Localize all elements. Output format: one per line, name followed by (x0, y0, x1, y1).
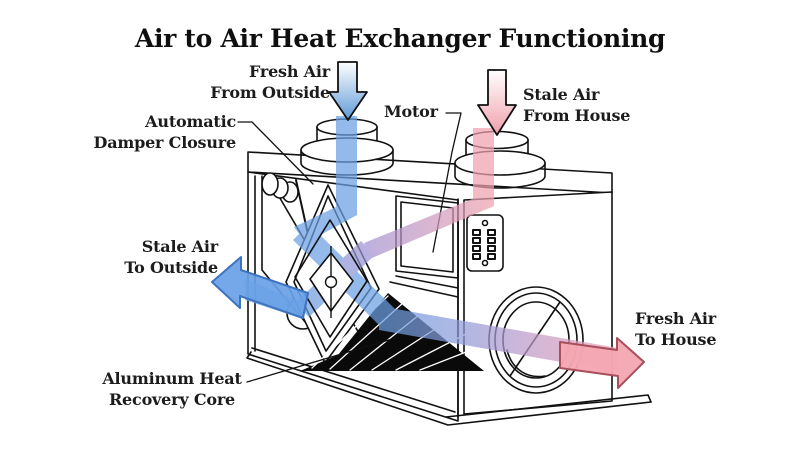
label-line: From House (523, 106, 631, 125)
label-line: To House (635, 330, 717, 349)
label-line: Automatic (145, 112, 236, 131)
label-line: Fresh Air (248, 62, 330, 81)
base-frame (246, 351, 652, 426)
fan-blade-arc (506, 349, 546, 378)
label-line: Motor (384, 102, 438, 121)
heat-core-center (294, 219, 368, 338)
core-leader (246, 338, 393, 383)
label-line: Stale Air (141, 237, 218, 256)
label-motor: Motor (384, 101, 438, 122)
label-automatic-damper-closure: Automatic Damper Closure (36, 111, 237, 153)
label-line: From Outside (210, 83, 330, 102)
fresh-air-outlet-arrow (559, 337, 645, 389)
fresh-air-inlet-arrow (328, 61, 368, 121)
label-stale-air-to-outside: Stale Air To Outside (18, 236, 218, 278)
stale-air-outlet-arrow (211, 256, 309, 319)
label-fresh-air-to-house: Fresh Air To House (635, 308, 717, 350)
label-fresh-air-from-outside: Fresh Air From Outside (130, 61, 330, 103)
label-line: Aluminum Heat (102, 369, 242, 388)
diagram-title: Air to Air Heat Exchanger Functioning (134, 24, 666, 53)
label-aluminum-heat-recovery-core: Aluminum Heat Recovery Core (72, 368, 272, 410)
stale-air-inlet-arrow (477, 69, 517, 136)
label-line: Recovery Core (108, 390, 236, 409)
label-line: Fresh Air (635, 309, 717, 328)
motor-leader (432, 112, 462, 253)
leader-lines (237, 112, 462, 383)
label-line: To Outside (124, 258, 218, 277)
front-face-inner-lines (251, 175, 456, 413)
terminal-block (466, 214, 504, 272)
label-line: Damper Closure (93, 133, 237, 152)
label-line: Stale Air (523, 85, 600, 104)
damper-leader (237, 121, 314, 185)
label-stale-air-from-house: Stale Air From House (523, 84, 630, 126)
